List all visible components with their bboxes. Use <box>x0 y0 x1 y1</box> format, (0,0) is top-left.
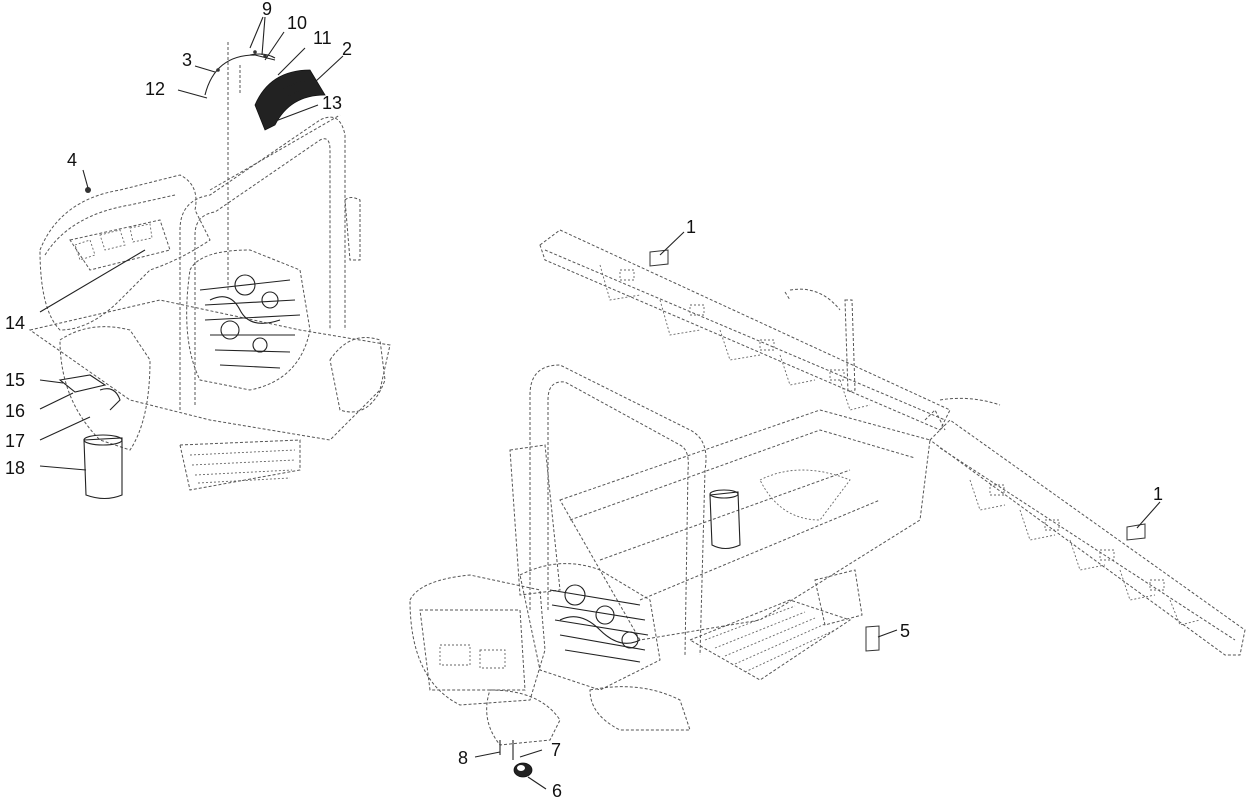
right-vehicle-assembly <box>409 229 1246 746</box>
callout-4: 4 <box>67 150 77 170</box>
callout-17: 17 <box>5 431 25 451</box>
callout-8: 8 <box>458 748 468 768</box>
cup-holder-assembly <box>58 374 123 500</box>
callout-5: 5 <box>900 621 910 641</box>
callout-10: 10 <box>287 13 307 33</box>
callout-1-top: 1 <box>686 217 696 237</box>
callout-leaders <box>39 16 1161 790</box>
callout-14: 14 <box>5 313 25 333</box>
callout-9: 9 <box>262 0 272 19</box>
callout-13: 13 <box>322 93 342 113</box>
callout-11: 11 <box>313 28 332 48</box>
trim-part <box>204 50 276 96</box>
callout-2: 2 <box>342 39 352 59</box>
fastener-part <box>85 187 91 193</box>
callout-16: 16 <box>5 401 25 421</box>
callout-18: 18 <box>5 458 25 478</box>
plug-part <box>513 762 533 778</box>
grille-part <box>254 69 326 131</box>
callout-7: 7 <box>551 740 561 760</box>
decal-parts <box>649 249 1146 652</box>
callout-labels: 1 1 2 3 4 5 6 7 8 9 10 11 12 13 14 15 16… <box>5 0 1163 801</box>
callout-1-right: 1 <box>1153 484 1163 504</box>
callout-15: 15 <box>5 370 25 390</box>
callout-12: 12 <box>145 79 165 99</box>
callout-3: 3 <box>182 50 192 70</box>
left-vehicle-assembly <box>28 42 391 491</box>
callout-6: 6 <box>552 781 562 801</box>
